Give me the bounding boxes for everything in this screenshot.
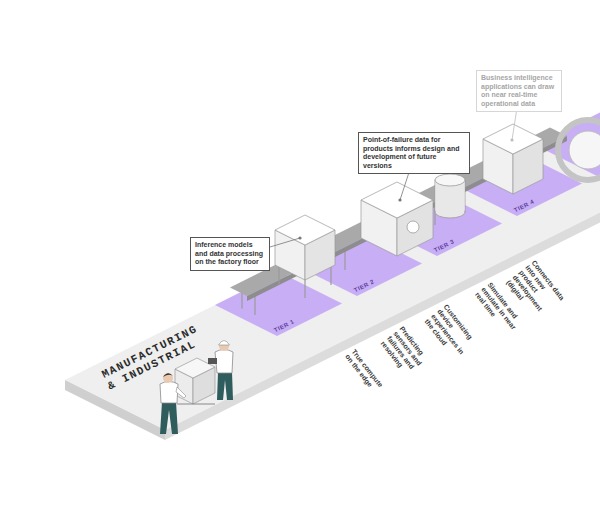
capability-label: Predicting sensors and failures and reso… bbox=[379, 325, 439, 389]
hard-hat bbox=[219, 341, 230, 346]
leader-dot bbox=[510, 138, 513, 141]
tier-label-holder: TIER 3 bbox=[433, 230, 472, 254]
ring-inner bbox=[569, 131, 600, 169]
callout-box: Point-of-failure data for products infor… bbox=[358, 132, 470, 174]
capability-label: Customizing device experiences in the cl… bbox=[423, 303, 483, 367]
machine-dial bbox=[407, 221, 419, 233]
worker-shirt bbox=[215, 350, 233, 374]
capability-label-holder: Predicting sensors and failures and reso… bbox=[379, 325, 439, 389]
hopper-top bbox=[275, 215, 335, 245]
callout-box: Business intelligence applications can d… bbox=[476, 70, 562, 112]
capability-label: True compute on the edge bbox=[343, 348, 390, 402]
worker-pants bbox=[217, 372, 233, 400]
inspection-machine-top bbox=[361, 182, 433, 218]
belt-top bbox=[230, 128, 567, 297]
region-title-holder: MANUFACTURING & INDUSTRIAL bbox=[100, 317, 217, 393]
tier-label-holder: TIER 1 bbox=[273, 310, 312, 334]
tank-top bbox=[435, 174, 465, 186]
tier-label-holder: TIER 2 bbox=[353, 270, 392, 294]
tier-label: TIER 2 bbox=[353, 270, 392, 294]
platform-top bbox=[65, 100, 600, 430]
region-title: MANUFACTURING & INDUSTRIAL bbox=[100, 317, 217, 393]
capability-label-holder: True compute on the edge bbox=[343, 348, 390, 402]
callout-box: Inference models and data processing on … bbox=[190, 237, 270, 271]
worker-hair bbox=[163, 373, 173, 377]
callout-text: Business intelligence applications can d… bbox=[481, 74, 557, 108]
hopper-leg bbox=[330, 265, 331, 285]
belt-leg bbox=[344, 250, 345, 270]
worker-head bbox=[219, 341, 229, 351]
worker-tablet bbox=[208, 358, 217, 364]
hopper-leg bbox=[278, 265, 279, 285]
tier-label: TIER 1 bbox=[273, 310, 312, 334]
hopper-leg bbox=[304, 278, 305, 298]
tier-label: TIER 4 bbox=[513, 190, 552, 214]
worker-head bbox=[163, 373, 173, 383]
ring-outer bbox=[558, 120, 600, 180]
capability-label-holder: Customizing device experiences in the cl… bbox=[423, 303, 483, 367]
callout-text: Inference models and data processing on … bbox=[195, 241, 265, 267]
worker-shirt bbox=[160, 382, 178, 404]
tier-label-holder: TIER 4 bbox=[513, 190, 552, 214]
cart-base bbox=[177, 403, 215, 404]
leader-dot bbox=[298, 236, 301, 239]
leader-dot bbox=[398, 198, 401, 201]
worker-arm bbox=[176, 387, 186, 398]
emulation-machine-top bbox=[483, 124, 543, 154]
platform-front bbox=[165, 150, 600, 440]
belt-leg bbox=[254, 295, 255, 315]
worker-pants bbox=[160, 402, 178, 434]
callout-text: Point-of-failure data for products infor… bbox=[363, 136, 465, 170]
tier-label: TIER 3 bbox=[433, 230, 472, 254]
